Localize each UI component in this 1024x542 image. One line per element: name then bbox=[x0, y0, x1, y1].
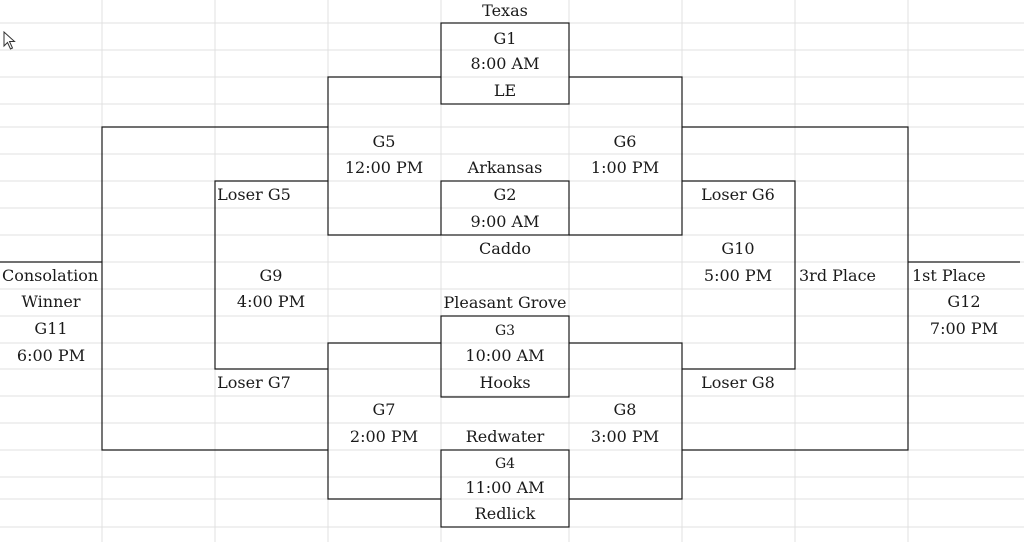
g4-game-label: G4 bbox=[494, 456, 516, 472]
g11-game-label: G11 bbox=[34, 319, 68, 338]
g11-label-1: Consolation bbox=[2, 266, 99, 285]
g10-time: 5:00 PM bbox=[703, 266, 773, 285]
g4-box bbox=[440, 449, 570, 528]
g1-game-label: G1 bbox=[493, 29, 517, 48]
g11-label-2: Winner bbox=[21, 292, 81, 311]
g2-team-top: Arkansas bbox=[467, 158, 543, 177]
g8-time: 3:00 PM bbox=[590, 427, 660, 446]
g4-time: 11:00 AM bbox=[465, 478, 545, 497]
g11-time: 6:00 PM bbox=[16, 346, 86, 365]
bracket-lines bbox=[0, 22, 1020, 528]
g6-time: 1:00 PM bbox=[590, 158, 660, 177]
g6-bracket bbox=[569, 76, 683, 236]
mouse-pointer-icon bbox=[3, 31, 16, 50]
g6-game-label: G6 bbox=[613, 132, 637, 151]
g12-bracket bbox=[682, 126, 909, 451]
g9-loser-top: Loser G5 bbox=[217, 185, 291, 204]
third-place-label: 3rd Place bbox=[799, 266, 877, 285]
g7-bracket bbox=[327, 342, 441, 500]
g5-time: 12:00 PM bbox=[344, 158, 424, 177]
g4-team-top: Redwater bbox=[465, 427, 545, 446]
g1-time: 8:00 AM bbox=[470, 54, 540, 73]
g3-team-top: Pleasant Grove bbox=[443, 293, 567, 312]
g2-game-label: G2 bbox=[493, 185, 517, 204]
g5-game-label: G5 bbox=[372, 132, 396, 151]
g4-team-bottom: Redlick bbox=[474, 504, 536, 523]
g1-team-bottom: LE bbox=[493, 81, 517, 100]
g3-game-label: G3 bbox=[494, 323, 516, 339]
g9-bracket bbox=[214, 180, 328, 370]
g11-bracket bbox=[101, 126, 328, 451]
g10-bracket bbox=[682, 180, 796, 370]
g10-loser-bottom: Loser G8 bbox=[701, 373, 775, 392]
g9-time: 4:00 PM bbox=[236, 292, 306, 311]
g3-team-bottom: Hooks bbox=[479, 373, 531, 392]
g12-time: 7:00 PM bbox=[929, 319, 999, 338]
g8-bracket bbox=[569, 342, 683, 500]
g8-game-label: G8 bbox=[613, 400, 637, 419]
g2-box bbox=[440, 180, 570, 236]
g5-bracket bbox=[327, 76, 441, 236]
g2-time: 9:00 AM bbox=[470, 212, 540, 231]
g12-label: 1st Place bbox=[912, 266, 986, 285]
g7-game-label: G7 bbox=[372, 400, 396, 419]
g1-box bbox=[440, 22, 570, 105]
g1-team-top: Texas bbox=[482, 1, 528, 20]
g7-time: 2:00 PM bbox=[349, 427, 419, 446]
g3-box bbox=[440, 315, 570, 398]
g10-game-label: G10 bbox=[721, 239, 755, 258]
g10-loser-top: Loser G6 bbox=[701, 185, 775, 204]
g12-game-label: G12 bbox=[947, 292, 981, 311]
g3-time: 10:00 AM bbox=[465, 346, 545, 365]
g2-team-bottom: Caddo bbox=[479, 239, 531, 258]
g9-game-label: G9 bbox=[259, 266, 283, 285]
g9-loser-bottom: Loser G7 bbox=[217, 373, 291, 392]
